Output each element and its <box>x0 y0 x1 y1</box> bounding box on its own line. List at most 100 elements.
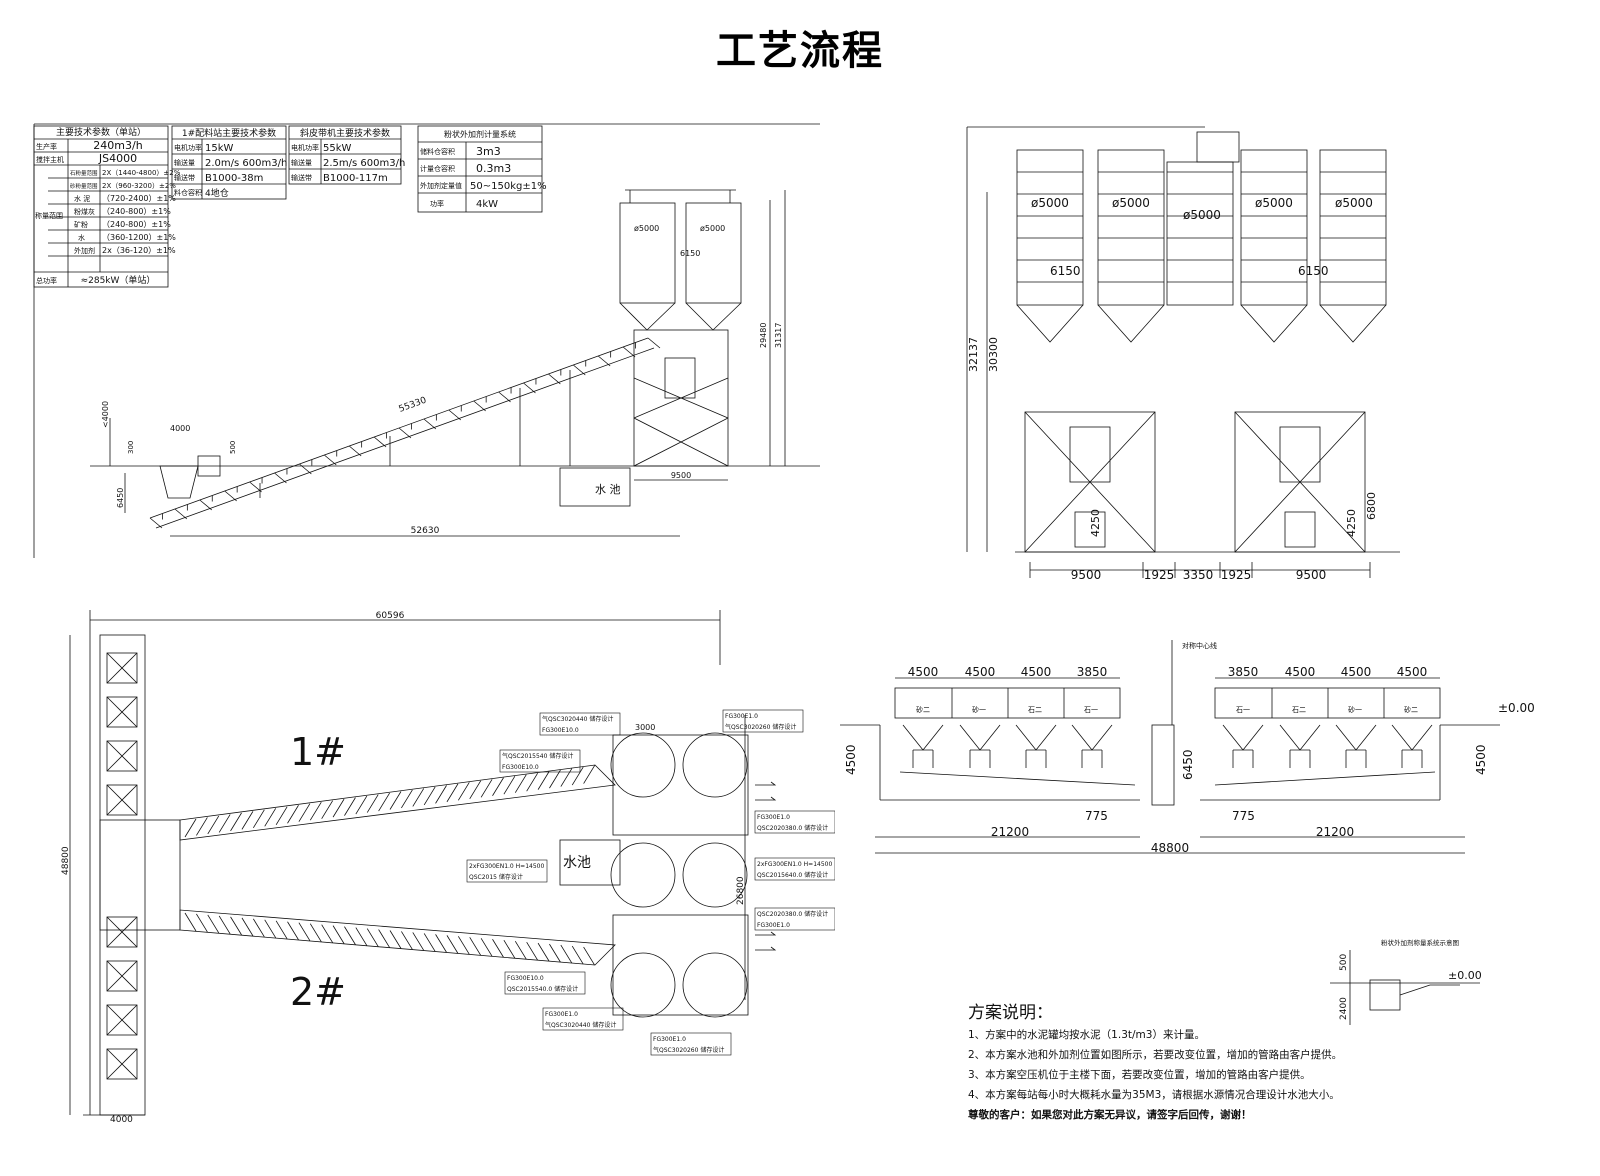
agg-top-left-1: 4500 <box>908 665 939 679</box>
drawing-line <box>366 928 379 947</box>
plan-dim-3000: 3000 <box>635 723 655 732</box>
batching-row3-label: 料仓容积 <box>174 188 202 197</box>
callout-5a: 2xFG300EN1.0 H=14500 <box>469 863 544 870</box>
notes-title: 方案说明： <box>968 1003 1053 1023</box>
drawing-line <box>355 927 368 946</box>
belt-row0-value: 55kW <box>323 143 352 154</box>
drawing-line <box>1335 724 1357 751</box>
main-row0-value: 240m3/h <box>93 139 142 152</box>
drawing-line <box>457 782 470 801</box>
drawing-line <box>922 724 944 751</box>
water-tank-label: 水 池 <box>595 483 621 496</box>
agg-top-right-2: 4500 <box>1285 665 1316 679</box>
drawing-line <box>435 785 447 804</box>
front-silo-3-label: ø5000 <box>1183 208 1221 222</box>
drawing-line <box>401 931 413 950</box>
agg-top-right-1: 3850 <box>1228 665 1259 679</box>
agg-dim-21200-left: 21200 <box>991 825 1029 839</box>
note-1: 1、方案中的水泥罐均按水泥（1.3t/m3）来计量。 <box>968 1029 1205 1041</box>
agg-top-right-3: 4500 <box>1341 665 1372 679</box>
drawing-line <box>1411 724 1433 751</box>
main-row9-value: ≈285kW（单站） <box>81 274 156 286</box>
agg-top-right-4: 4500 <box>1397 665 1428 679</box>
batching-row2-value: B1000-38m <box>205 173 263 184</box>
drawing-line <box>287 921 299 940</box>
agg-bin-right-2: 石二 <box>1292 706 1306 714</box>
drawing-line <box>230 812 242 832</box>
note-5: 尊敬的客户：如果您对此方案无异议，请签字后回传，谢谢！ <box>968 1109 1252 1121</box>
aggregate-bin <box>106 916 138 948</box>
callout-2b: FG300E10.0 <box>502 764 539 771</box>
drawing-line <box>401 789 413 809</box>
drawing-line <box>446 935 459 954</box>
dim-6450: 6450 <box>116 488 125 508</box>
drawing-line <box>492 777 504 796</box>
main-row5-label: 粉煤灰 <box>74 207 95 216</box>
main-params-header: 主要技术参数（单站） <box>56 126 146 138</box>
agg-bin-left-2: 砂一 <box>972 705 986 714</box>
batching-row0-value: 15kW <box>205 143 234 154</box>
drawing-line <box>332 798 345 818</box>
drawing-line <box>523 382 536 394</box>
drawing-line <box>423 786 436 806</box>
agg-dim-21200-right: 21200 <box>1316 825 1354 839</box>
drawing-line <box>106 960 138 992</box>
drawing-line <box>573 364 586 376</box>
batching-row3-value: 4地仓 <box>205 187 229 199</box>
batching-row1-label: 输送量 <box>174 158 195 167</box>
aggregate-bin-drawing: 4500 4500 4500 3850 3850 4500 4500 4500 … <box>840 640 1535 855</box>
drawing-line <box>1091 724 1113 751</box>
callout-8b: QSC2015540.0 储存设计 <box>507 985 578 993</box>
drawing-line <box>469 937 482 956</box>
main-row2-label: 石粉量范围 <box>70 169 98 177</box>
main-row1-label: 搅拌主机 <box>36 155 64 164</box>
drawing-line <box>423 933 436 952</box>
main-group-label: 称量范围 <box>35 211 63 220</box>
additive-row3-label: 功率 <box>430 199 444 208</box>
aggregate-bin <box>106 740 138 772</box>
main-row9-label: 总功率 <box>36 276 57 285</box>
main-row8-label: 外加剂 <box>74 246 95 255</box>
drawing-line <box>298 922 311 941</box>
dim-4000: 4000 <box>170 424 190 433</box>
belt-row1-value: 2.5m/s 600m3/h <box>323 158 405 169</box>
additive-diagram-title: 粉状外加剂称量系统示意图 <box>1381 938 1459 947</box>
drawing-line <box>412 788 425 807</box>
drawing-line <box>298 803 311 822</box>
callout-6a: 2xFG300EN1.0 H=14500 <box>757 861 832 868</box>
drawing-line <box>1242 724 1264 751</box>
agg-bin-right-4: 砂二 <box>1404 705 1418 714</box>
drawing-line <box>571 766 584 786</box>
drawing-line <box>492 939 504 958</box>
drawing-line <box>324 454 337 466</box>
main-row8-value: 2x（36-120）±1% <box>102 246 176 255</box>
drawing-line <box>106 1048 138 1080</box>
drawing-line <box>106 916 138 948</box>
main-row2-value: 2X（1440-4800）±2% <box>102 169 181 177</box>
drawing-line <box>537 771 550 790</box>
belt-row1-label: 输送量 <box>291 158 312 167</box>
drawing-line <box>412 932 425 951</box>
drawing-line <box>979 724 1001 751</box>
aggregate-bin <box>106 696 138 728</box>
aggregate-bin <box>106 784 138 816</box>
front-silo-4-label: ø5000 <box>1255 196 1293 210</box>
main-row5-value: （240-800）±1% <box>102 207 171 216</box>
belt-row2-label: 输送带 <box>291 173 312 182</box>
drawing-line <box>264 919 277 939</box>
additive-level: ±0.00 <box>1448 969 1482 982</box>
agg-top-left-2: 4500 <box>965 665 996 679</box>
callout-5b: QSC2015 储存设计 <box>469 873 523 881</box>
callout-9b: 气QSC3020440 储存设计 <box>545 1021 616 1029</box>
drawing-line <box>321 924 334 943</box>
agg-dim-775-left: 775 <box>1085 809 1108 823</box>
note-3: 3、本方案空压机位于主楼下面，若要改变位置，增加的管路由客户提供。 <box>968 1069 1311 1081</box>
agg-dim-6450: 6450 <box>1181 749 1195 780</box>
drawing-line <box>207 914 220 934</box>
front-height-32137: 32137 <box>967 337 980 372</box>
drawing-line <box>309 801 322 821</box>
agg-center-label: 对称中心线 <box>1182 641 1217 650</box>
aggregate-bin <box>106 1004 138 1036</box>
drawing-line <box>321 800 334 819</box>
drawing-line <box>446 783 459 803</box>
